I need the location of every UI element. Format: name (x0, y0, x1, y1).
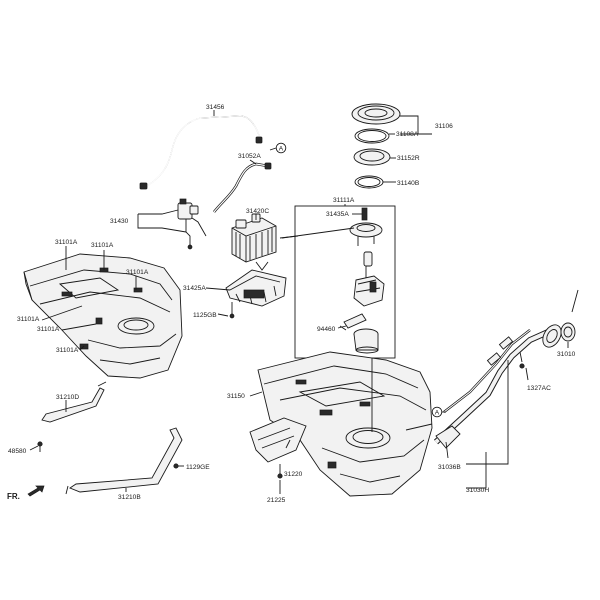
svg-text:A: A (435, 410, 440, 417)
label-31210d: 31210D (56, 394, 79, 401)
part-labels: 31456 31052A 31420C 31430 31425A 1125GB … (8, 104, 576, 504)
label-21225: 21225 (267, 497, 286, 504)
label-31111a: 31111A (333, 197, 355, 204)
label-31220: 31220 (284, 471, 303, 478)
label-31210b: 31210B (118, 494, 141, 501)
label-31101a-4: 31101A (17, 316, 40, 323)
valve-assembly-31430 (177, 198, 207, 250)
label-1327ac: 1327AC (527, 385, 551, 392)
filler-neck-31030h (433, 289, 579, 449)
svg-text:FR.: FR. (7, 492, 20, 501)
bracket-31425a (225, 261, 287, 319)
svg-text:A: A (279, 146, 284, 153)
strap-31210d (37, 381, 107, 452)
fuel-tank-left (23, 253, 183, 379)
label-31425a: 31425A (183, 285, 206, 292)
label-31101a-3: 31101A (126, 269, 149, 276)
label-31101a-5: 31101A (37, 326, 60, 333)
label-31010: 31010 (557, 351, 576, 358)
fuel-pump-module (339, 207, 385, 354)
fuel-cap-31010 (560, 322, 576, 342)
label-48580: 48580 (8, 448, 27, 455)
vapor-hose-31456 (139, 115, 263, 190)
label-1129ge: 1129GE (186, 464, 210, 471)
label-31140b: 31140B (397, 180, 420, 187)
heat-shield-31220 (249, 417, 307, 479)
label-31420c: 31420C (246, 208, 269, 215)
label-31456: 31456 (206, 104, 225, 111)
lock-ring-set (351, 103, 401, 189)
fuel-tank-main (257, 351, 433, 497)
callout-a-top: A (275, 142, 287, 154)
callout-a-bottom: A (431, 406, 443, 418)
label-31036b: 31036B (438, 464, 461, 471)
label-31106: 31106 (435, 123, 453, 130)
label-31435a: 31435A (326, 211, 349, 218)
label-31030h: 31030H (466, 487, 489, 494)
label-31430: 31430 (110, 218, 129, 225)
label-31052a: 31052A (238, 153, 261, 160)
hose-31052a (212, 162, 272, 213)
canister-31420c (231, 213, 299, 263)
label-31101a-2: 31101A (91, 242, 114, 249)
label-31101a-1: 31101A (55, 239, 78, 246)
label-31108a: 31108A (396, 131, 419, 138)
label-94460: 94460 (317, 326, 336, 333)
front-marker: FR. (7, 485, 45, 501)
label-1125gb: 1125GB (193, 312, 217, 319)
label-31101a-6: 31101A (56, 347, 79, 354)
leader-lines (29, 110, 569, 494)
label-31152r: 31152R (397, 155, 420, 162)
label-31150: 31150 (227, 393, 245, 400)
front-arrow-icon (27, 485, 45, 497)
strap-31210b (65, 427, 183, 495)
